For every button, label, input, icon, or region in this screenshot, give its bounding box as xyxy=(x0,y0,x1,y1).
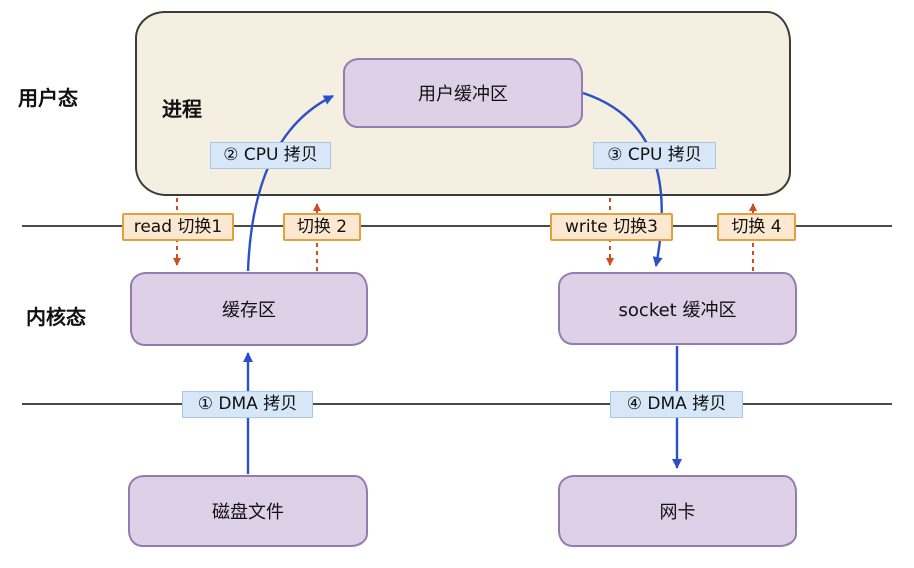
write-switch-3-chip: write 切换3 xyxy=(550,213,673,241)
cpu-copy-2-chip: ② CPU 拷贝 xyxy=(210,142,331,169)
cpu-copy-3-chip: ③ CPU 拷贝 xyxy=(593,142,716,169)
read-switch-1-chip: read 切换1 xyxy=(122,213,234,241)
cpu-copy-3-label: ③ CPU 拷贝 xyxy=(607,145,702,165)
disk-file-label: 磁盘文件 xyxy=(212,502,284,523)
dma-copy-1-chip: ① DMA 拷贝 xyxy=(182,391,313,418)
user-buffer-label: 用户缓冲区 xyxy=(418,84,508,105)
socket-buffer-box: socket 缓冲区 xyxy=(558,272,797,345)
switch-4-chip: 切换 4 xyxy=(717,213,796,241)
kernel-buffer-label: 缓存区 xyxy=(222,300,276,321)
cpu-copy-2-label: ② CPU 拷贝 xyxy=(223,145,318,165)
kernel-mode-label: 内核态 xyxy=(26,305,86,329)
switch-2-chip: 切换 2 xyxy=(283,213,361,241)
dma-copy-4-label: ④ DMA 拷贝 xyxy=(626,394,727,414)
write-switch-3-label: write 切换3 xyxy=(565,216,658,237)
socket-buffer-label: socket 缓冲区 xyxy=(618,299,737,321)
user-mode-label: 用户态 xyxy=(18,86,78,110)
switch-4-label: 切换 4 xyxy=(731,216,782,237)
dma-copy-4-chip: ④ DMA 拷贝 xyxy=(610,391,743,418)
kernel-buffer-box: 缓存区 xyxy=(130,272,368,346)
nic-label: 网卡 xyxy=(659,502,696,523)
nic-box: 网卡 xyxy=(558,475,797,547)
dma-copy-1-label: ① DMA 拷贝 xyxy=(197,394,298,414)
disk-file-box: 磁盘文件 xyxy=(128,475,368,547)
process-label: 进程 xyxy=(162,97,202,121)
user-buffer-box: 用户缓冲区 xyxy=(343,58,583,128)
cpu-copy-2-arrow xyxy=(246,94,334,272)
switch-2-label: 切换 2 xyxy=(296,216,348,237)
read-switch-1-label: read 切换1 xyxy=(133,216,223,237)
